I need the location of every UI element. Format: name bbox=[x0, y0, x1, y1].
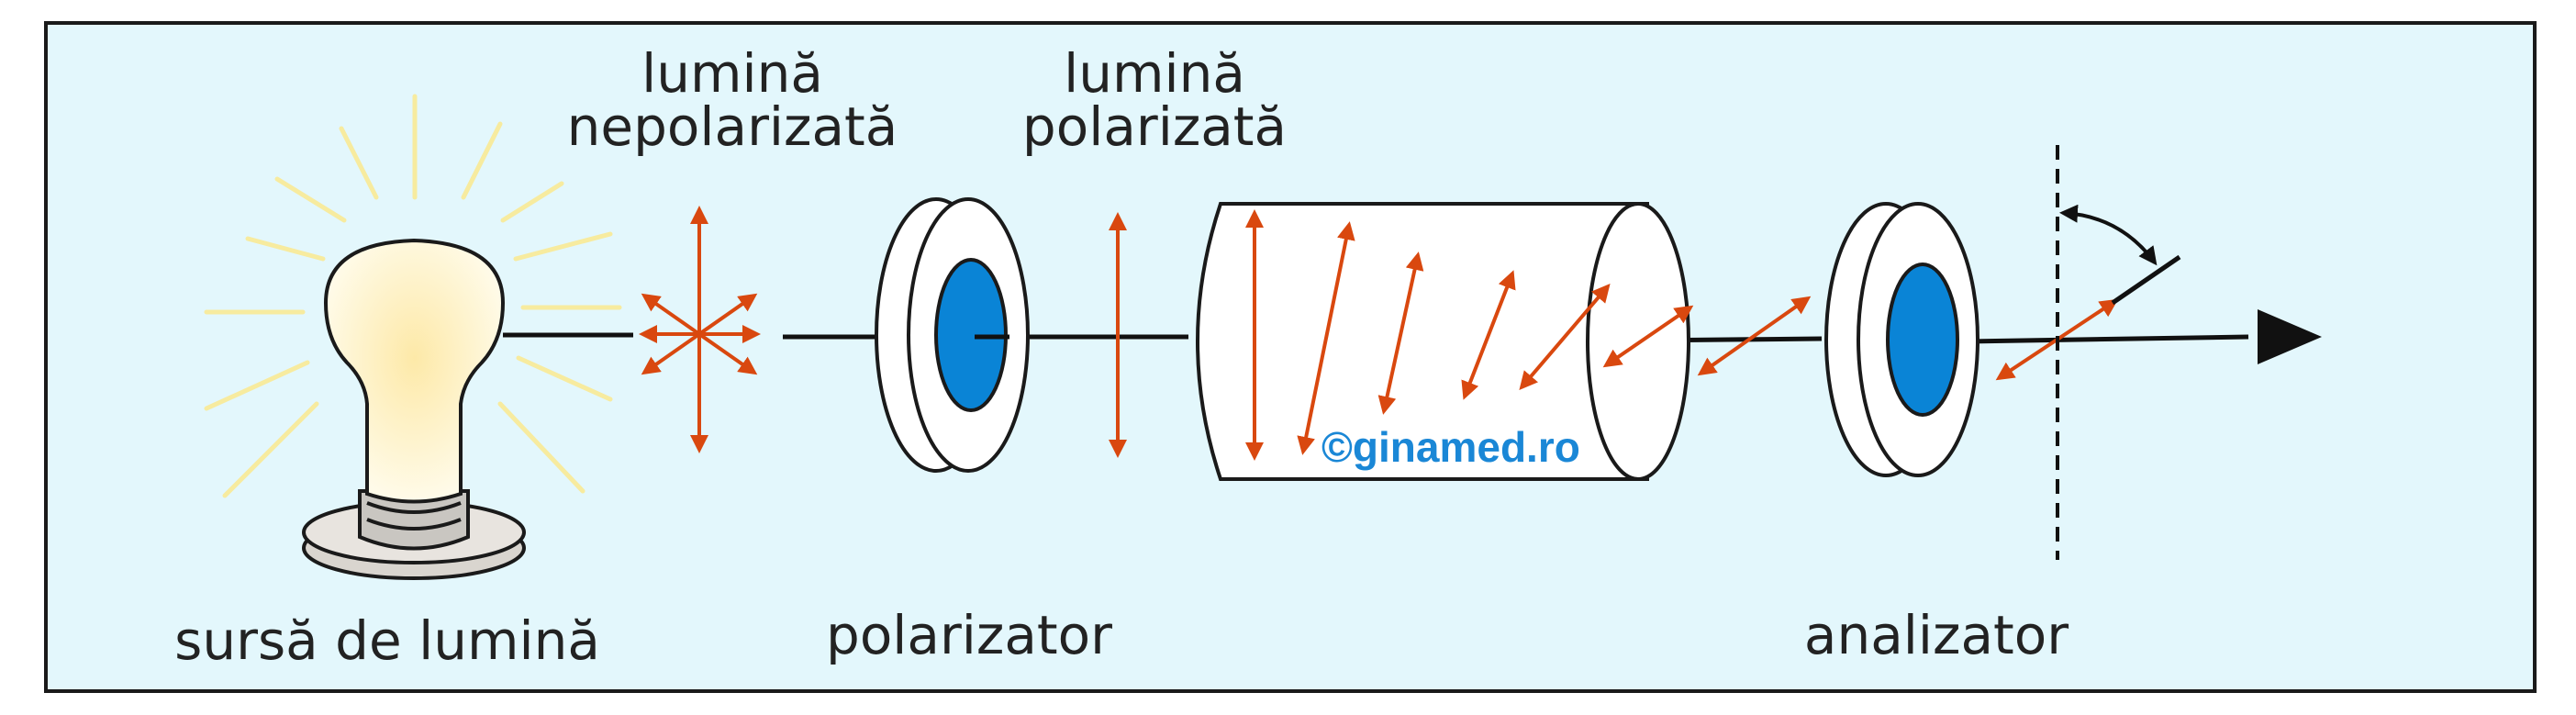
polarizer-disk bbox=[875, 197, 1030, 473]
direction-arrowhead bbox=[2258, 309, 2322, 364]
light-source-label: sursă de lumină bbox=[174, 609, 600, 672]
unpolarized-light-arrows bbox=[639, 206, 761, 453]
rotated-plane-line bbox=[2111, 254, 2181, 306]
analyzer-disk bbox=[1824, 202, 1979, 477]
light-rays bbox=[204, 94, 622, 498]
analyzer-label: analizator bbox=[1804, 604, 2069, 666]
unpolarized-light-label: lumină bbox=[641, 42, 823, 105]
analyzer-lens bbox=[1886, 263, 1959, 417]
watermark: ©ginamed.ro bbox=[1321, 423, 1580, 471]
polarized-light-label-line2: polarizată bbox=[1022, 95, 1287, 158]
light-bulb-icon bbox=[302, 238, 526, 580]
unpolarized-light-label-line2: nepolarizată bbox=[567, 95, 898, 158]
rotation-angle-arrow bbox=[2059, 204, 2158, 266]
polarized-light-label: lumină bbox=[1064, 42, 1245, 105]
polarizer-label: polarizator bbox=[826, 604, 1112, 666]
